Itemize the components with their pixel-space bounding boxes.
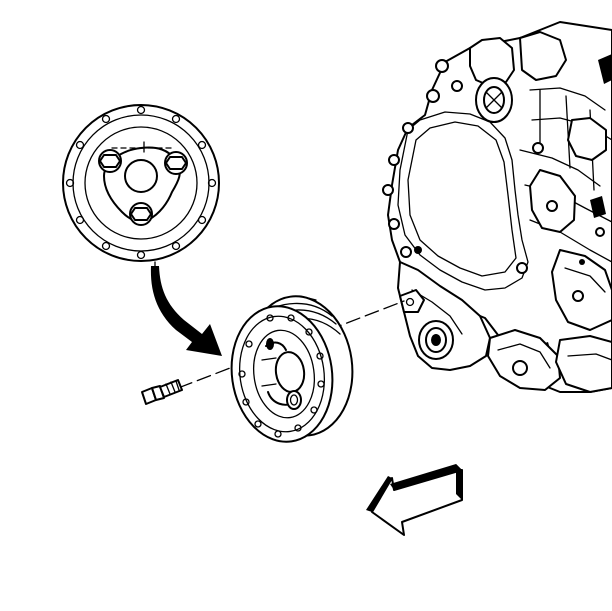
balancer-bolt [141,379,183,405]
flange-detail-view [62,104,220,262]
balancer-bolt-holes [238,314,325,438]
front-direction-arrow [366,464,463,536]
detail-bolt-holes [65,105,217,260]
curved-pointer-arrow [150,261,222,356]
engine-front-cover [382,21,612,393]
crankshaft-balancer [230,295,354,443]
